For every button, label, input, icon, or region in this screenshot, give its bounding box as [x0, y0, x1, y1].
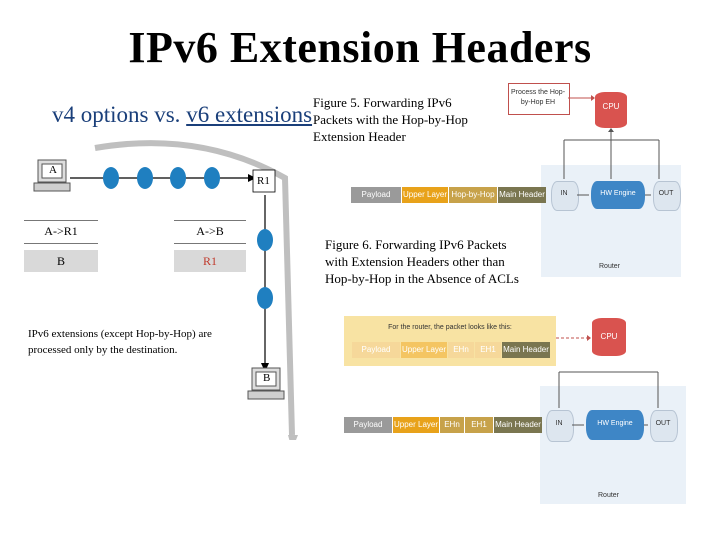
table-cell [174, 250, 246, 272]
table-cell-a-r1: A->R1 [44, 224, 78, 238]
figure6-caption: Figure 6. Forwarding IPv6 Packets with E… [325, 237, 519, 286]
left-panel: v4 options vs. v6 extensions [0, 80, 312, 440]
hw-engine-box [586, 410, 644, 440]
hw-engine-label: HW Engine [600, 190, 636, 197]
cpu-cylinder [592, 318, 626, 356]
node [170, 167, 186, 189]
router-r1-label: R1 [257, 175, 270, 187]
table-cell-a-b: A->B [196, 224, 224, 238]
in-box [546, 410, 574, 442]
faded-main-header: Main Header [502, 342, 550, 358]
table-cell-b: B [56, 254, 65, 268]
packet-payload: Payload [344, 417, 392, 433]
router-label: Router [599, 263, 621, 270]
out-label: OUT [655, 420, 671, 427]
figure5-caption: Figure 5. Forwarding IPv6 Packets with t… [313, 95, 468, 144]
table-cell [24, 220, 98, 244]
figure6-arrows [556, 335, 659, 426]
out-box [653, 181, 681, 211]
table-cell-r1: R1 [202, 254, 217, 268]
host-b-label: B [263, 372, 271, 384]
router-label: Router [598, 492, 620, 499]
faded-upper-layer: Upper Layer [401, 342, 447, 358]
heading-v4: v4 options vs. [52, 102, 181, 127]
node [257, 229, 273, 251]
cpu-cylinder [595, 92, 627, 128]
cpu-label: CPU [602, 102, 620, 111]
host-a-label: A [49, 164, 57, 176]
node [137, 167, 153, 189]
faded-ehn: EHn [448, 342, 474, 358]
in-box [551, 181, 579, 211]
packet-hop-by-hop: Hop-by-Hop [449, 187, 497, 203]
heading-v6: v6 extensions [186, 102, 313, 127]
hw-engine-box [591, 181, 645, 209]
in-label: IN [555, 420, 563, 427]
router-r1-box [252, 169, 276, 193]
packet-ehn: EHn [440, 417, 464, 433]
packet-main-header: Main Header [498, 187, 546, 203]
faded-eh1: EH1 [475, 342, 501, 358]
table-cell [24, 250, 98, 272]
packet-main-header: Main Header [494, 417, 542, 433]
node [204, 167, 220, 189]
hw-engine-label: HW Engine [597, 420, 633, 427]
figure5-arrows [563, 95, 660, 196]
in-label: IN [560, 190, 568, 197]
host-a-computer-icon [33, 159, 71, 192]
packet-upper-layer: Upper Layer [402, 187, 448, 203]
host-b-computer-icon [247, 367, 285, 400]
packet-upper-layer: Upper Layer [393, 417, 439, 433]
out-box [650, 410, 678, 442]
process-hbh-box [508, 83, 570, 115]
node [257, 287, 273, 309]
figure5-diagram: Process the Hop-by-Hop EH CPU IN HW Engi… [345, 80, 685, 280]
processing-note: IPv6 extensions (except Hop-by-Hop) are … [28, 328, 212, 356]
table-cell [174, 220, 246, 244]
process-hbh-label: Process the Hop-by-Hop EH [510, 89, 566, 106]
router-panel [540, 386, 686, 504]
packet-payload: Payload [351, 187, 401, 203]
out-label: OUT [658, 190, 674, 197]
slide-title: IPv6 Extension Headers [128, 23, 592, 72]
figure6-diagram: For the router, the packet looks like th… [340, 312, 690, 508]
node [103, 167, 119, 189]
faded-payload: Payload [352, 342, 400, 358]
router-view-label: For the router, the packet looks like th… [388, 324, 512, 331]
cpu-label: CPU [600, 332, 618, 341]
v4-v6-heading: v4 options vs. v6 extensions [52, 102, 312, 128]
network-diagram [33, 140, 298, 440]
packet-eh1: EH1 [465, 417, 493, 433]
